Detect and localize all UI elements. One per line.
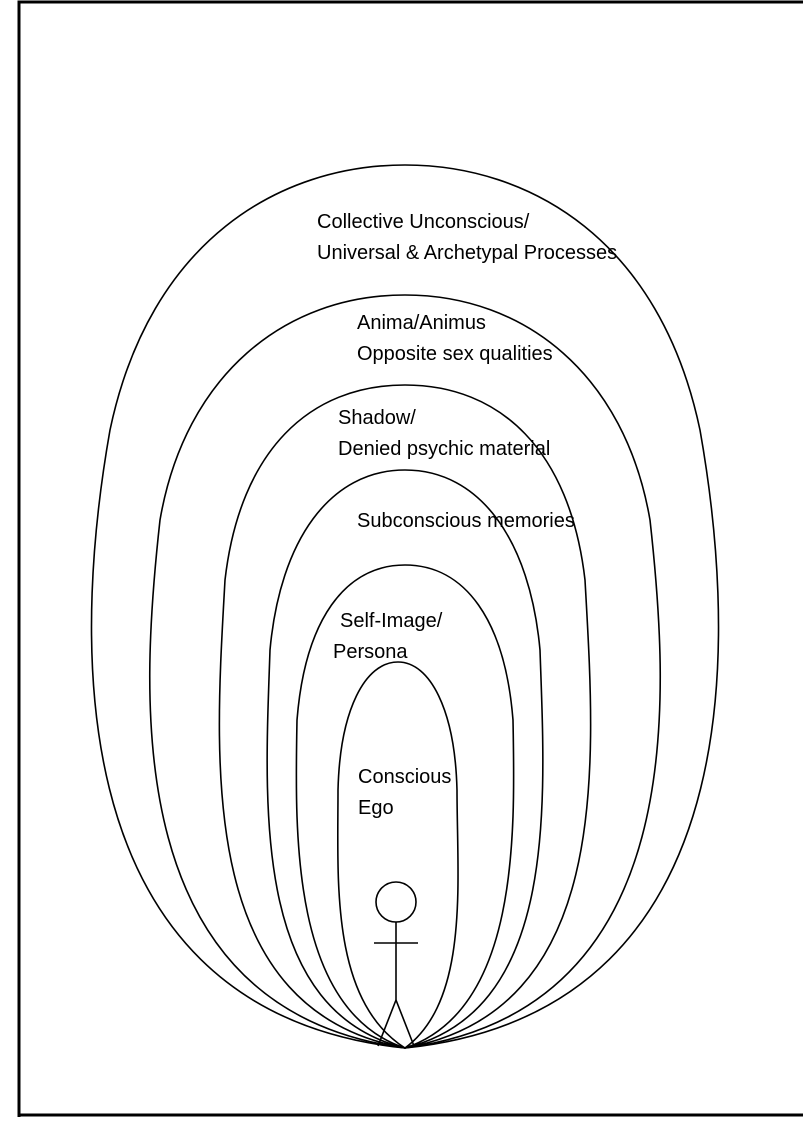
subconscious-layer: [266, 469, 544, 1049]
anima-animus-layer: [148, 294, 662, 1049]
shadow-label-line1: Shadow/: [338, 407, 416, 429]
collective-label-line1: Collective Unconscious/: [317, 211, 530, 233]
conscious-label-line1: Conscious: [358, 766, 451, 788]
conscious-label-line2: Ego: [358, 797, 394, 819]
anima-label-line2: Opposite sex qualities: [357, 343, 553, 365]
self-image-label-line1: Self-Image/: [340, 610, 443, 632]
self-image-label-line2: Persona: [333, 641, 408, 663]
subconscious-label: Subconscious memories: [357, 510, 575, 532]
figure-right-leg: [395, 999, 415, 1047]
self-image-layer: [295, 564, 515, 1049]
frame-border: [17, 0, 803, 1117]
shadow-layer: [218, 384, 592, 1049]
collective-label-line2: Universal & Archetypal Processes: [317, 242, 617, 264]
figure-head: [375, 881, 417, 923]
figure-left-leg: [377, 999, 397, 1047]
collective-unconscious-layer: [90, 164, 720, 1049]
conscious-ego-layer: [336, 661, 459, 1049]
stick-figure-icon: [374, 881, 418, 1047]
anima-label-line1: Anima/Animus: [357, 312, 486, 334]
shadow-label-line2: Denied psychic material: [338, 438, 550, 460]
